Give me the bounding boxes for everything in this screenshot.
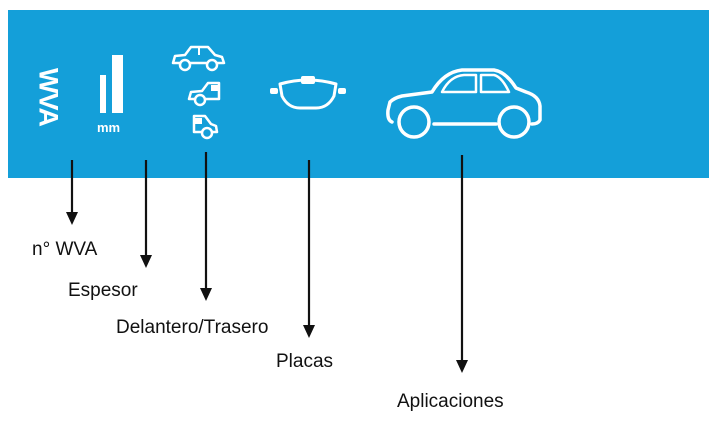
label-thickness: Espesor bbox=[68, 280, 138, 301]
label-wva-number: n° WVA bbox=[32, 239, 98, 260]
header-banner bbox=[8, 10, 709, 178]
label-applications: Aplicaciones bbox=[397, 391, 504, 412]
label-front-rear: Delantero/Trasero bbox=[116, 317, 269, 338]
arrow-applications bbox=[456, 155, 468, 373]
car-outline-icon bbox=[386, 68, 542, 139]
arrow-thickness bbox=[140, 160, 152, 268]
sedan-side-icon bbox=[171, 45, 226, 72]
thickness-gauge-icon bbox=[100, 55, 123, 113]
car-rear-half-icon bbox=[192, 114, 219, 140]
banner-background bbox=[8, 10, 709, 178]
arrow-pads bbox=[303, 160, 315, 338]
arrow-wva-number bbox=[66, 160, 78, 225]
car-front-half-icon bbox=[187, 81, 221, 107]
brake-pad-icon bbox=[270, 76, 346, 110]
label-pads: Placas bbox=[276, 351, 334, 372]
arrow-front-rear bbox=[200, 152, 212, 301]
thickness-unit-label: mm bbox=[97, 120, 121, 135]
